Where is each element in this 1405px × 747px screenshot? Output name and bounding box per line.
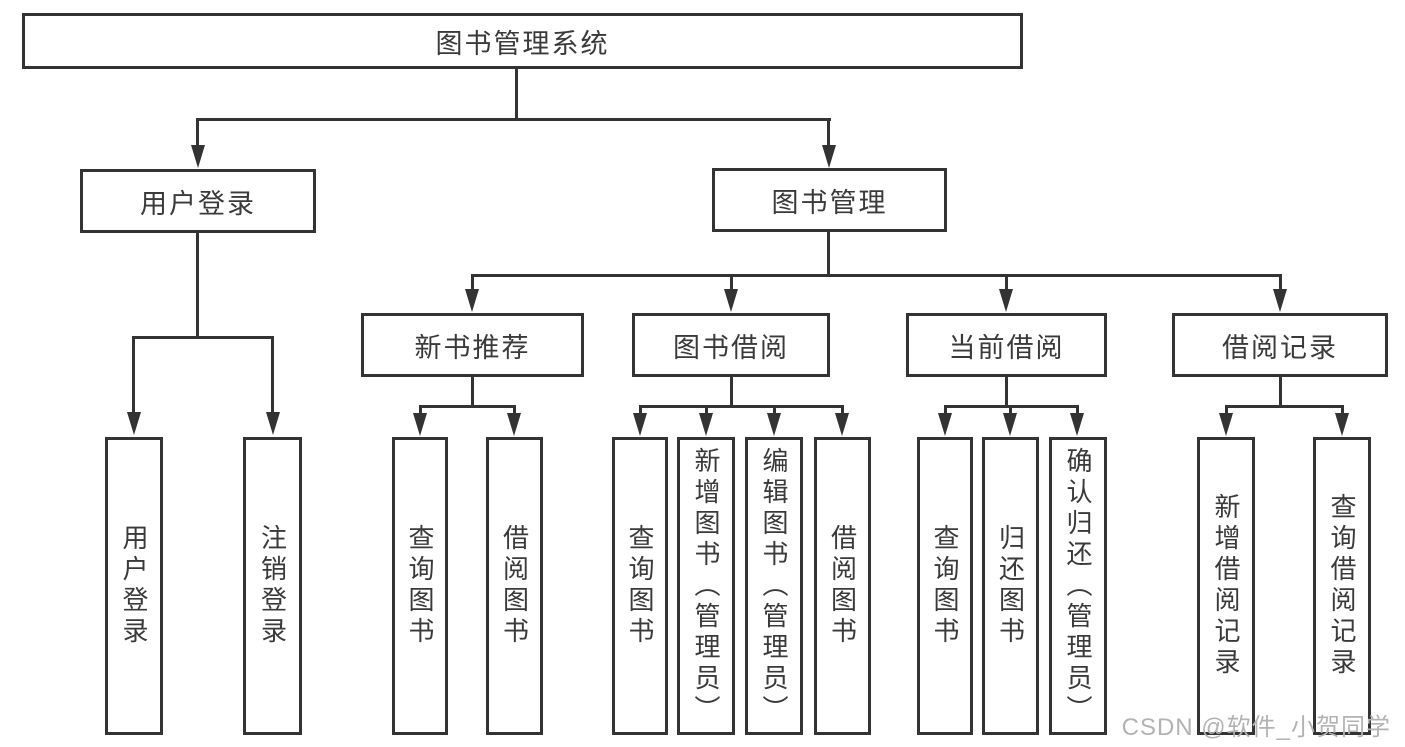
node-label: 当前借阅 [948,332,1065,363]
node-current-borrowing: 当前借阅 [906,313,1107,377]
node-label: 查询借阅记录 [1327,493,1357,679]
node-leaf-user-login: 用户登录 [105,437,163,735]
node-label: 用户登录 [119,524,149,648]
node-label: 编辑图书（管理员） [759,446,789,726]
node-leaf-add-borrow-record: 新增借阅记录 [1197,437,1255,735]
node-leaf-confirm-return-admin: 确认归还（管理员） [1049,437,1107,735]
connector-vline [1225,405,1228,418]
connector-arrowhead [1070,413,1084,436]
connector-vline [827,118,830,148]
connector-vline [471,274,474,292]
node-user-login: 用户登录 [80,169,316,233]
node-book-borrowing: 图书借阅 [632,313,830,377]
connector-vline [773,405,776,418]
connector-vline [1279,274,1282,292]
node-leaf-borrow-books-1: 借阅图书 [486,437,543,735]
connector-vline [827,232,830,276]
connector-vline [196,233,199,338]
connector-arrowhead [724,289,738,312]
connector-vline [471,376,474,407]
connector-arrowhead [999,289,1013,312]
connector-vline [639,405,642,418]
connector-vline [1009,405,1012,418]
node-label: 注销登录 [257,524,288,648]
connector-vline [1341,405,1344,418]
node-leaf-return-books: 归还图书 [982,437,1039,735]
connector-hline [471,274,1282,277]
node-label: 借阅图书 [827,524,858,648]
connector-arrowhead [699,413,713,436]
connector-hline [197,118,831,121]
node-leaf-add-book-admin: 新增图书（管理员） [677,437,735,735]
node-label: 归还图书 [995,524,1026,648]
node-leaf-query-borrow-record: 查询借阅记录 [1313,437,1371,735]
node-label: 新增图书（管理员） [691,446,721,726]
connector-vline [515,69,518,120]
connector-arrowhead [938,413,952,436]
connector-arrowhead [1273,289,1287,312]
node-label: 新增借阅记录 [1211,493,1241,679]
connector-arrowhead [1335,413,1349,436]
connector-hline [639,405,844,408]
node-book-management: 图书管理 [712,168,947,232]
node-leaf-edit-book-admin: 编辑图书（管理员） [745,437,803,735]
connector-hline [419,405,516,408]
connector-vline [196,118,199,148]
connector-arrowhead [127,412,141,435]
connector-vline [419,405,422,418]
node-label: 新书推荐 [414,332,531,363]
connector-arrowhead [191,145,205,168]
connector-vline [730,274,733,292]
node-label: 查询图书 [625,524,655,648]
connector-arrowhead [413,413,427,436]
node-library-system: 图书管理系统 [22,13,1023,69]
connector-arrowhead [1219,413,1233,436]
node-leaf-query-books-1: 查询图书 [392,437,448,735]
connector-vline [730,376,733,407]
connector-vline [944,405,947,418]
connector-hline [1225,405,1344,408]
node-label: 查询图书 [930,524,960,648]
connector-arrowhead [822,145,836,168]
node-leaf-borrow-books-2: 借阅图书 [814,437,871,735]
connector-vline [271,336,274,414]
connector-vline [513,405,516,418]
node-leaf-query-books-3: 查询图书 [917,437,973,735]
connector-arrowhead [507,413,521,436]
node-leaf-logout: 注销登录 [243,437,302,735]
connector-arrowhead [266,412,280,435]
connector-arrowhead [465,289,479,312]
node-label: 借阅记录 [1222,332,1338,363]
connector-vline [132,336,135,414]
csdn-watermark: CSDN @软件_小贺同学 [1121,714,1391,741]
node-new-book-recommend: 新书推荐 [361,313,584,377]
connector-vline [841,405,844,418]
connector-arrowhead [633,413,647,436]
connector-arrowhead [767,413,781,436]
connector-vline [1076,405,1079,418]
node-label: 借阅图书 [499,524,530,648]
node-leaf-query-books-2: 查询图书 [612,437,668,735]
node-label: 图书管理 [771,187,888,218]
node-label: 图书借阅 [673,332,789,363]
connector-arrowhead [835,413,849,436]
connector-vline [705,405,708,418]
connector-vline [1005,274,1008,292]
node-label: 图书管理系统 [435,28,610,59]
connector-vline [1279,376,1282,407]
node-label: 确认归还（管理员） [1063,446,1093,726]
connector-vline [1005,376,1008,407]
connector-arrowhead [1003,413,1017,436]
node-label: 用户登录 [140,188,256,219]
node-borrowing-records: 借阅记录 [1172,313,1388,377]
node-label: 查询图书 [405,524,435,648]
connector-hline [132,336,274,339]
